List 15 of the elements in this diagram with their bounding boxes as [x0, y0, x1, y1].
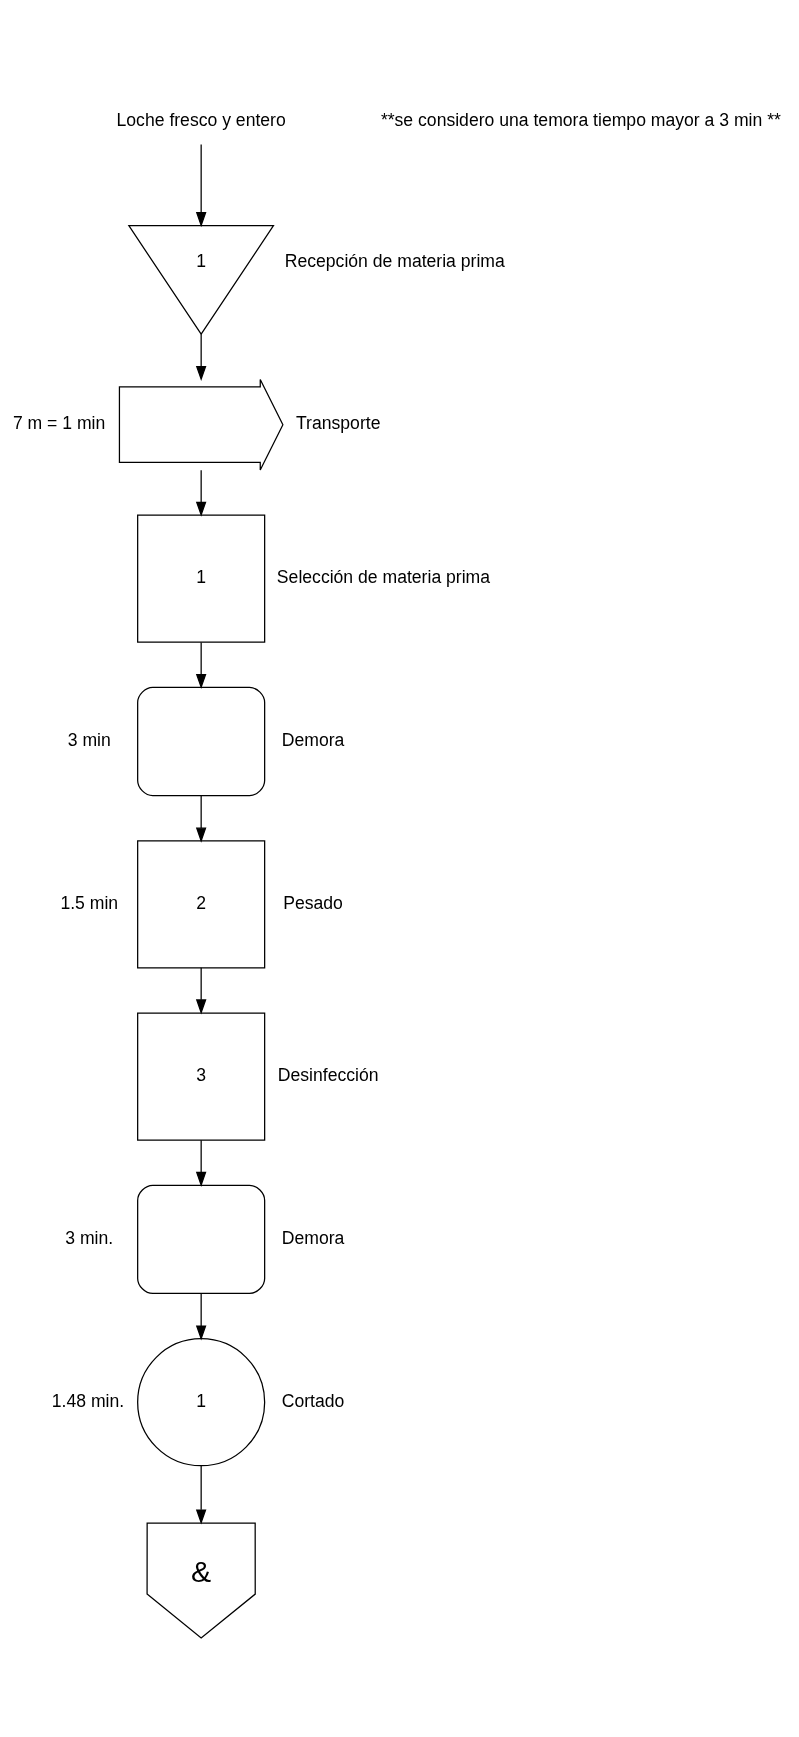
node-label: 7 m = 1 min [12, 413, 106, 434]
node-label: Demora [281, 1228, 345, 1249]
node-label: 3 min [67, 730, 111, 751]
node-label: Transporte [296, 413, 381, 434]
node-label: 1.5 min [60, 892, 119, 913]
node-label: Demora [281, 730, 345, 751]
node-label: Cortado [281, 1390, 345, 1411]
node-label: Desinfección [277, 1065, 379, 1086]
node-label: Pesado [283, 892, 343, 913]
node-label: 1.48 min. [51, 1390, 125, 1411]
node-label: Recepción de materia prima [284, 250, 505, 271]
node-text: Loche fresco y entero [116, 110, 286, 131]
label: **se considero una temora tiempo mayor a 3 min ** [380, 110, 781, 131]
node-label: Selección de materia prima [276, 567, 491, 588]
node-label: 3 min. [65, 1228, 114, 1249]
